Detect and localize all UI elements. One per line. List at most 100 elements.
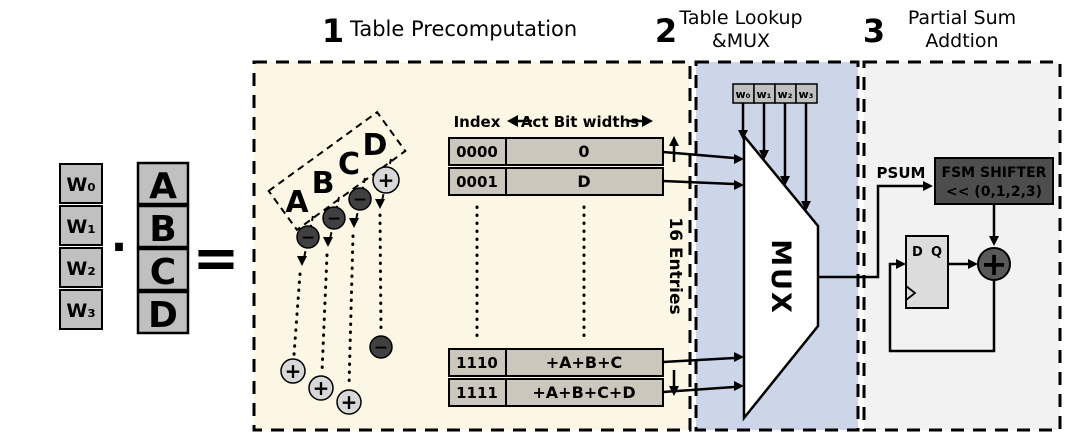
dotted-column [320, 253, 329, 374]
activation-cell [136, 161, 190, 206]
table-to-mux-wires [662, 150, 744, 394]
plus-sign-icon [308, 375, 334, 401]
arrowhead-down-icon [759, 150, 769, 160]
table-value-text: 0 [578, 142, 589, 161]
weight-cell [59, 163, 103, 204]
table-index-text: 0001 [456, 173, 498, 191]
sign-glyph: − [374, 338, 388, 358]
arrowhead-down-icon [801, 201, 811, 211]
arrowhead-right-icon [968, 259, 978, 269]
w-box-label: w₁ [757, 88, 772, 101]
arrowhead-down-icon [297, 256, 307, 266]
wire [662, 150, 735, 160]
section-3-partialsum-box [862, 60, 1062, 432]
sign-glyph: + [285, 359, 302, 383]
dotted-column [292, 272, 302, 357]
step1-number: 1 [322, 12, 344, 50]
weight-cell [59, 205, 103, 246]
wire [662, 385, 735, 394]
activation-cell [136, 290, 190, 335]
diag-letter-a: A [285, 185, 309, 220]
table-value-text: D [577, 172, 590, 191]
wire [888, 262, 996, 353]
diagonal-letters: A B C D [285, 128, 387, 220]
arrowhead-down-icon [323, 237, 333, 247]
lookup-table: 0000 0 0001 D 1110 +A+B+C 1111 +A+B+C+D [448, 137, 664, 407]
activation-cell [136, 204, 190, 249]
shifter-to-adder-wire [989, 204, 999, 246]
weight-label-w3: W₃ [66, 300, 95, 322]
sign-dotted-columns [292, 213, 383, 388]
arrowhead-left-icon [507, 115, 518, 127]
activation-label-c: C [150, 252, 176, 293]
register-to-adder-wire [948, 259, 978, 269]
table-value-text: +A+B+C+D [532, 383, 635, 402]
weight-vector: W₀ W₁ W₂ W₃ [59, 163, 103, 330]
sign-glyph: + [341, 390, 358, 414]
weight-label-w2: W₂ [66, 258, 95, 280]
diag-letter-b: B [312, 166, 335, 201]
arrowhead-down-icon [780, 176, 790, 186]
sign-glyph: − [301, 228, 315, 248]
psum-label: PSUM [877, 164, 926, 182]
minus-sign-icon [322, 206, 346, 230]
activation-label-d: D [148, 295, 178, 336]
table-index-text: 1110 [456, 354, 498, 372]
dotted-column [378, 213, 383, 334]
arrowhead-right-icon [734, 180, 744, 190]
weight-cell [59, 247, 103, 288]
step1-title: Table Precomputation [349, 17, 577, 41]
diagonal-letters-outline [267, 110, 407, 232]
weight-cell [59, 289, 103, 330]
fsm-shifter-shift-amounts: << (0,1,2,3) [946, 184, 1042, 200]
table-index-text: 0000 [456, 143, 498, 161]
step3-number: 3 [863, 12, 885, 50]
arrowhead-right-icon [734, 352, 744, 362]
step2-header: 2 Table Lookup &MUX [655, 7, 803, 52]
activation-vector: A B C D [136, 161, 190, 336]
table-index-cell [448, 167, 507, 196]
table-value-cell [505, 348, 664, 377]
flipflop-d-label: D [912, 245, 923, 260]
diag-letter-c: C [338, 147, 360, 182]
wire [662, 179, 735, 186]
dot-operator: · [111, 222, 128, 273]
bottom-sign-circles: + + + − [280, 335, 393, 415]
arrowhead-right-icon [896, 259, 906, 269]
sign-glyph: + [313, 376, 330, 400]
mux-output-wire [818, 181, 933, 279]
mux-label: MUX [765, 239, 796, 315]
step3-title-line1: Partial Sum [908, 7, 1016, 29]
table-value-text: +A+B+C [546, 353, 623, 372]
activation-label-b: B [149, 209, 176, 250]
adder: + [977, 245, 1011, 283]
adder-feedback-wire [888, 259, 996, 353]
activation-cell [136, 247, 190, 292]
mux-shape [742, 132, 820, 422]
equals-sign: = [193, 226, 240, 291]
clock-triangle-icon [905, 285, 917, 301]
table-value-cell [505, 167, 664, 196]
entries-text: 16 Entries [665, 217, 685, 314]
table-value-cell [505, 137, 664, 166]
arrowhead-down-icon [375, 199, 385, 209]
arrowhead-right-icon [734, 381, 744, 391]
adder-plus-icon: + [981, 245, 1008, 283]
weight-label-w1: W₁ [66, 216, 95, 238]
step1-header: 1 Table Precomputation [322, 12, 577, 50]
w-box-label: w₃ [799, 88, 814, 101]
w-box-label: w₂ [778, 88, 793, 101]
weight-select-boxes: w₀ w₁ w₂ w₃ [732, 83, 818, 211]
activation-label-a: A [149, 166, 177, 207]
step2-title-line1: Table Lookup [678, 7, 802, 29]
fsm-shifter: FSM SHIFTER << (0,1,2,3) [934, 157, 1054, 205]
sign-glyph: − [353, 190, 367, 210]
minus-sign-icon [369, 335, 393, 359]
weight-label-w0: W₀ [66, 174, 95, 196]
dotted-column [347, 234, 355, 388]
w-box-label: w₀ [736, 88, 751, 101]
fsm-shifter-box [934, 157, 1054, 205]
arrowhead-right-icon [642, 115, 653, 127]
